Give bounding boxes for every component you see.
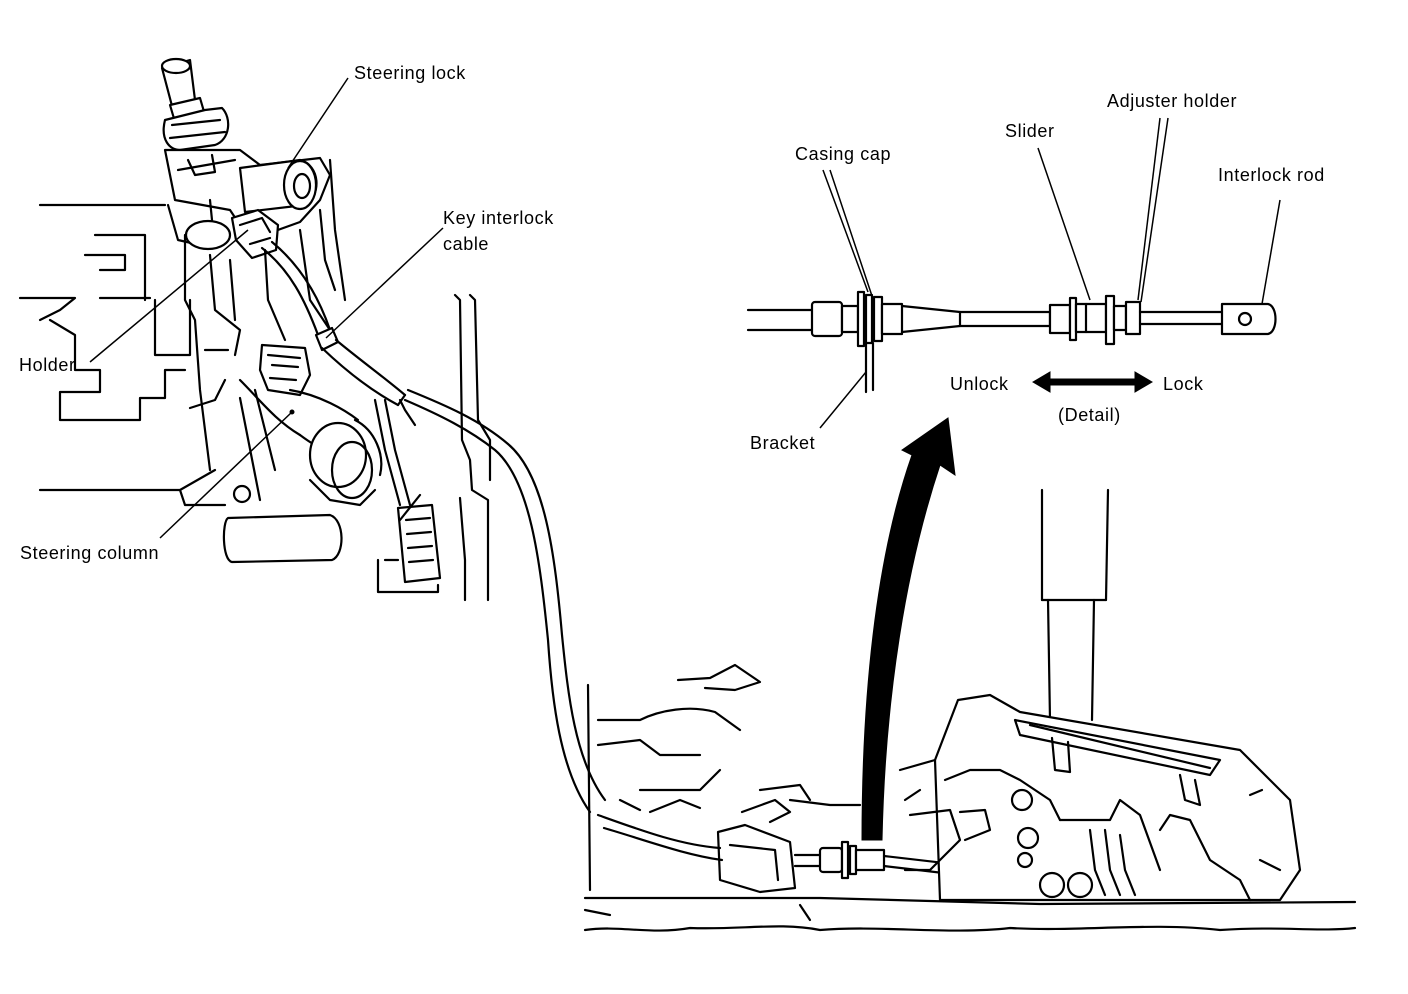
steering-column-assembly	[18, 57, 442, 594]
callout-leaders	[89, 77, 444, 539]
lock-label: Lock	[1163, 374, 1204, 394]
casing-cap-label: Casing cap	[795, 144, 892, 164]
detail-callout-arrow	[861, 417, 956, 841]
detail-label: (Detail)	[1058, 405, 1121, 425]
key-interlock-cable	[260, 240, 607, 814]
key-interlock-cable-label-line2: cable	[443, 234, 490, 254]
shifter-assembly	[583, 488, 1357, 932]
firewall-panel	[453, 293, 492, 602]
key-interlock-cable-label-line1: Key interlock	[443, 208, 554, 228]
steering-column-label: Steering column	[20, 543, 160, 563]
unlock-label: Unlock	[950, 374, 1009, 394]
slider-label: Slider	[1005, 121, 1055, 141]
holder-label: Holder	[19, 355, 76, 375]
bracket-label: Bracket	[750, 433, 816, 453]
cable-detail-view	[746, 117, 1281, 429]
interlock-rod-label: Interlock rod	[1218, 165, 1325, 185]
steering-lock-label: Steering lock	[354, 63, 466, 83]
adjuster-holder-label: Adjuster holder	[1107, 91, 1238, 111]
